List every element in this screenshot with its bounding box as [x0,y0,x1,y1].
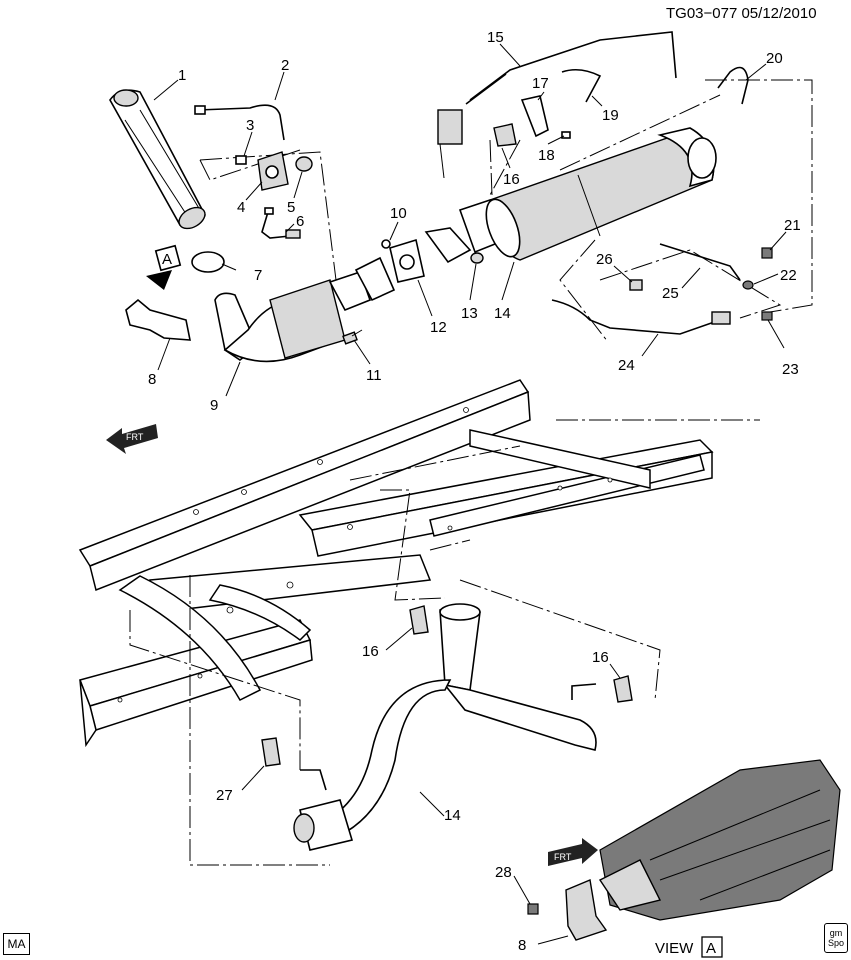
callout-8: 8 [148,371,156,388]
part-8-bracket-view-a [565,879,608,941]
drawing-code: TG03−077 05/12/2010 [666,5,817,22]
part-26-clip [629,279,643,291]
svg-text:A: A [162,251,172,268]
part-2-bracket [194,104,285,141]
callout-27: 27 [216,787,233,804]
callout-23: 23 [782,361,799,378]
callout-28: 28 [495,864,512,881]
callout-4: 4 [237,199,245,216]
callout-19: 19 [602,107,619,124]
part-14-tail-pipe [293,603,597,851]
part-6-oxygen-sensor [261,207,301,239]
transmission [598,759,841,921]
part-5-grommet [295,156,313,172]
part-18-screw [561,131,571,139]
part-24-harness [551,299,721,335]
part-19-sensor-wire [561,68,602,103]
part-12-gasket [389,238,425,283]
part-4-hanger [257,151,289,191]
callout-14-lower: 14 [444,807,461,824]
callout-16-lower-a: 16 [362,643,379,660]
part-8-bracket [125,298,191,341]
part-23-bolt [761,311,773,321]
vehicle-frame [78,379,714,748]
part-13-nut [470,252,484,264]
svg-text:A: A [706,940,716,957]
callout-7: 7 [254,267,262,284]
callout-6: 6 [296,213,304,230]
callout-21: 21 [784,217,801,234]
svg-text:FRT: FRT [126,432,144,442]
part-3-nut [235,155,247,165]
front-arrow-upper: FRT [106,424,158,454]
callout-2: 2 [281,57,289,74]
part-27-hanger [261,737,281,767]
part-14-particulate-filter [424,127,717,264]
svg-text:VIEW: VIEW [655,940,694,957]
part-17-bracket [520,95,549,138]
part-20-temperature-sensor [717,66,749,105]
view-a-label: VIEW A [655,936,723,958]
callout-numbers: 1 2 3 4 5 6 7 8 9 10 11 12 13 14 15 16 1… [148,29,801,954]
callout-14: 14 [494,305,511,322]
callout-25: 25 [662,285,679,302]
callout-11: 11 [366,367,382,384]
part-1-front-pipe [109,89,206,230]
view-a-arrow: A [146,244,182,290]
part-11-bolt [342,329,363,345]
callout-3: 3 [246,117,254,134]
gm-spo-logo: gm Spo [824,923,848,953]
callout-15: 15 [487,29,504,46]
part-28-bolt [527,903,539,915]
callout-16-lower-b: 16 [592,649,609,666]
callout-13: 13 [461,305,478,322]
callout-26: 26 [596,251,613,268]
corner-label: MA [3,933,30,955]
part-9-catalytic-converter [214,270,372,363]
front-arrow-lower: FRT [548,838,598,866]
callout-12: 12 [430,319,447,336]
callout-1: 1 [178,67,186,84]
callout-17: 17 [532,75,549,92]
part-21-bolt [761,247,773,259]
callout-5: 5 [287,199,295,216]
callout-18: 18 [538,147,555,164]
callout-20: 20 [766,50,783,67]
part-16-hanger-lower-b [613,675,633,703]
part-22-nut [742,280,754,290]
callout-8-lower: 8 [518,937,526,954]
part-10-nut [381,239,391,249]
callout-9: 9 [210,397,218,414]
part-16-hanger [493,123,517,147]
part-16-hanger-lower-a [409,605,429,635]
leader-lines [153,43,787,945]
callout-16: 16 [503,171,520,188]
svg-text:FRT: FRT [554,852,572,862]
part-7-clamp [191,251,225,273]
callout-10: 10 [390,205,407,222]
callout-22: 22 [780,267,797,284]
callout-24: 24 [618,357,635,374]
part-25-bracket [659,243,741,281]
flange [354,256,396,302]
part-15-pressure-tube [437,31,677,179]
